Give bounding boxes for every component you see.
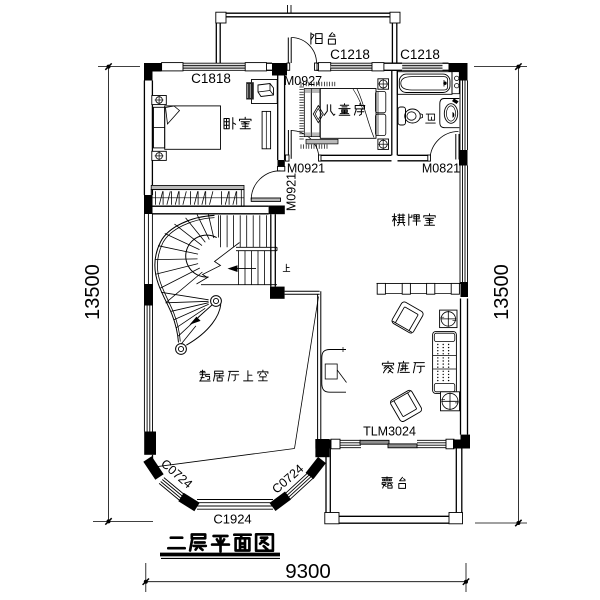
svg-text:M0921: M0921 <box>285 173 299 211</box>
svg-text:M0927: M0927 <box>284 74 322 88</box>
svg-text:13500: 13500 <box>82 264 104 320</box>
svg-text:TLM3024: TLM3024 <box>363 425 416 439</box>
svg-text:C1924: C1924 <box>213 512 251 527</box>
svg-text:13500: 13500 <box>491 264 513 320</box>
svg-text:C1218: C1218 <box>330 47 370 62</box>
svg-text:9300: 9300 <box>285 560 331 583</box>
svg-text:M0821: M0821 <box>422 162 460 176</box>
svg-text:C1218: C1218 <box>400 47 440 62</box>
svg-text:C1818: C1818 <box>191 71 231 86</box>
svg-text:M0921: M0921 <box>287 162 325 176</box>
